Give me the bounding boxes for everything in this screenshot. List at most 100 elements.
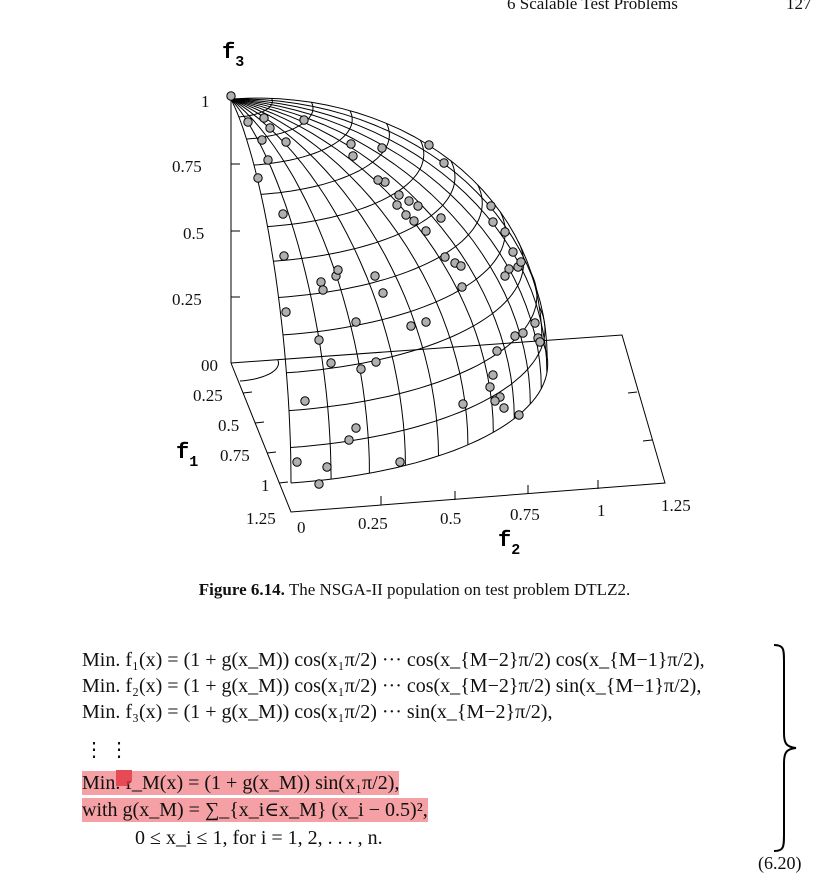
equation-line-f1: Min. f₁(x) = (1 + g(x_M)) cos(x₁π/2) ···… [82, 649, 705, 671]
population-point [510, 331, 520, 341]
population-point [243, 117, 253, 127]
population-point [292, 457, 302, 467]
population-point [326, 358, 336, 368]
f1-tick: 0.25 [193, 386, 223, 405]
population-point [404, 196, 414, 206]
equation-line-g: with g(x_M) = ∑_{x_i∈x_M} (x_i − 0.5)², [82, 798, 428, 822]
population-point [314, 335, 324, 345]
mesh-line [230, 98, 292, 484]
population-point [300, 396, 310, 406]
population-point [514, 410, 524, 420]
population-point [226, 91, 236, 101]
population-point [508, 247, 518, 257]
mesh-line [253, 110, 353, 166]
mesh-line [267, 139, 425, 228]
page-number: 127 [786, 0, 812, 13]
f2-tick: 0.25 [358, 514, 388, 533]
equation-line-f3: Min. f₃(x) = (1 + g(x_M)) cos(x₁π/2) ···… [82, 701, 553, 723]
population-point [436, 213, 446, 223]
f1-axis-label: f1 [176, 440, 198, 471]
population-point [348, 151, 358, 161]
population-point [373, 175, 383, 185]
population-point [377, 143, 387, 153]
population-point [413, 201, 423, 211]
population-point [439, 158, 449, 168]
running-header: 6 Scalable Test Problems 127 [0, 0, 829, 16]
population-point [351, 423, 361, 433]
population-point [281, 137, 291, 147]
f2-tick: 0.75 [510, 505, 540, 524]
f1-tick: 1 [261, 476, 270, 495]
population-point [424, 140, 434, 150]
equation-number: (6.20) [758, 853, 802, 873]
mesh-line [238, 98, 273, 118]
f2-axis-label: f2 [498, 528, 520, 559]
annotation-note-icon[interactable] [115, 769, 133, 787]
population-point [265, 123, 275, 133]
population-point [440, 252, 450, 262]
pareto-front-figure: 1 0.75 0.5 0.25 00 0.25 0.5 0.75 1 1.25 … [172, 40, 691, 559]
mesh-line [273, 160, 456, 262]
population-point [518, 328, 528, 338]
f1-tick: 1.25 [246, 509, 276, 528]
right-brace [773, 644, 797, 852]
population-point [318, 285, 328, 295]
population-point [490, 396, 500, 406]
figure-caption: Figure 6.14. The NSGA-II population on t… [0, 580, 829, 600]
population-point [263, 155, 273, 165]
population-point [500, 227, 510, 237]
equation-line-f2: Min. f₂(x) = (1 + g(x_M)) cos(x₁π/2) ···… [82, 675, 702, 697]
population-point [333, 265, 343, 275]
plot-axes [230, 96, 666, 513]
population-point [281, 307, 291, 317]
population-point [279, 251, 289, 261]
mesh-line [278, 184, 483, 298]
population-point [409, 216, 419, 226]
population-point [392, 200, 402, 210]
mesh-line [290, 340, 549, 484]
population-point [488, 370, 498, 380]
population-point [504, 264, 514, 274]
f2-tick: 0.5 [440, 509, 461, 528]
f2-tick: 1.25 [661, 496, 691, 515]
population-point [406, 321, 416, 331]
f1-tick: 0.75 [220, 446, 250, 465]
f3-tick: 0.5 [183, 224, 204, 243]
population-point [394, 190, 404, 200]
population-point [492, 346, 502, 356]
population-point [456, 261, 466, 271]
caption-label: Figure 6.14. [198, 580, 285, 599]
population-point [485, 382, 495, 392]
mesh-line [282, 211, 506, 336]
f2-tick: 0 [297, 518, 306, 537]
population-point [314, 479, 324, 489]
f3-axis-label: f3 [222, 40, 244, 71]
population-point [259, 113, 269, 123]
f1-tick: 0.5 [218, 416, 239, 435]
section-title: 6 Scalable Test Problems [507, 0, 678, 13]
mesh-line [260, 123, 390, 195]
equation-vertical-dots: ⋮ ⋮ [84, 739, 129, 761]
population-point [535, 337, 545, 347]
population-point [356, 364, 366, 374]
population-point [371, 357, 381, 367]
f2-tick: 1 [597, 501, 606, 520]
population-point [458, 399, 468, 409]
population-point [421, 226, 431, 236]
population-point [457, 282, 467, 292]
population-point [316, 277, 326, 287]
population-point [401, 210, 411, 220]
population-point [257, 135, 267, 145]
population-point [370, 271, 380, 281]
population-point [486, 201, 496, 211]
population-point [346, 139, 356, 149]
population-point [378, 288, 388, 298]
mesh-line [286, 241, 525, 374]
population-point [530, 318, 540, 328]
mesh-line [230, 98, 542, 389]
population-point [299, 115, 309, 125]
population-point [516, 257, 526, 267]
population-point [351, 317, 361, 327]
f3-tick: 1 [201, 92, 210, 111]
population-point [488, 217, 498, 227]
